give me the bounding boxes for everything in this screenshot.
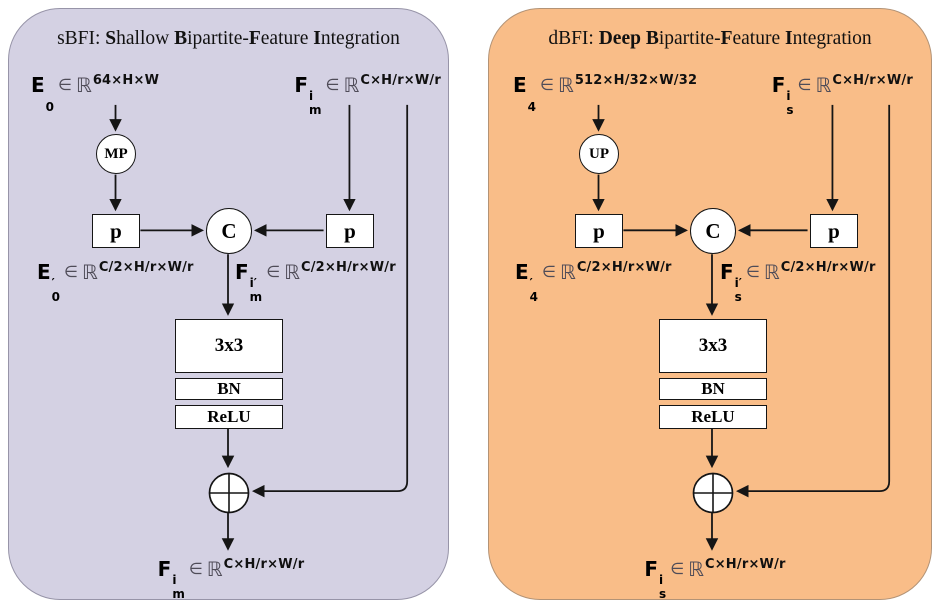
reals-symbol: ℝ xyxy=(343,73,360,97)
projection-box-right: p xyxy=(810,214,858,248)
conv3x3-label: 3x3 xyxy=(214,335,244,356)
upsample-label: UP xyxy=(589,145,609,162)
tensor-dims: C×H/r×W/r xyxy=(223,557,305,572)
element-of-symbol: ∈ xyxy=(542,262,556,281)
tensor-scripts: i′m xyxy=(249,276,263,304)
element-of-symbol: ∈ xyxy=(540,75,554,94)
tensor-dims: C/2×H/r×W/r xyxy=(98,260,194,275)
tensor-dims: C/2×H/r×W/r xyxy=(780,260,876,275)
tensor-var: E xyxy=(513,73,527,97)
tensor-scripts: 0 xyxy=(45,100,55,114)
reals-symbol: ℝ xyxy=(284,260,300,284)
tensor-var: F xyxy=(157,557,172,581)
projection-box-left: p xyxy=(92,214,140,248)
arrow-layer xyxy=(109,104,409,551)
projection-label: p xyxy=(344,218,356,243)
projection-box-right: p xyxy=(326,214,374,248)
tensor-dims: C×H/r×W/r xyxy=(832,73,913,88)
reals-symbol: ℝ xyxy=(81,260,98,284)
tensor-var: E xyxy=(31,73,45,97)
reals-symbol: ℝ xyxy=(557,73,574,97)
relu-label: ReLU xyxy=(207,407,251,426)
concat-label: C xyxy=(221,218,237,243)
tensor-dims: C×H/r×W/r xyxy=(360,73,441,88)
tensor-dims: C/2×H/r×W/r xyxy=(300,260,396,275)
projection-label: p xyxy=(593,218,605,243)
relu-box: ReLU xyxy=(175,405,283,429)
concat-label: C xyxy=(705,218,721,243)
maxpool-node: MP xyxy=(96,134,136,174)
maxpool-label: MP xyxy=(104,145,128,162)
projection-box-left: p xyxy=(575,214,623,248)
element-of-symbol: ∈ xyxy=(64,262,78,281)
tensor-scripts: ′0 xyxy=(51,276,61,304)
tensor-scripts: i′s xyxy=(734,276,742,304)
element-of-symbol: ∈ xyxy=(266,262,281,281)
panel-sbfi: sBFI: Shallow Bipartite-Feature Integrat… xyxy=(8,8,449,600)
tensor-dims: 64×H×W xyxy=(92,73,160,88)
arrow-layer xyxy=(592,104,891,551)
upsample-node: UP xyxy=(579,134,619,174)
projection-label: p xyxy=(110,218,122,243)
conv3x3-label: 3x3 xyxy=(698,335,728,356)
intermediate-e4-label: E′4∈ℝC/2×H/r×W/r xyxy=(515,260,672,304)
concat-node: C xyxy=(206,208,252,254)
panel-title: sBFI: Shallow Bipartite-Feature Integrat… xyxy=(57,28,400,49)
element-of-symbol: ∈ xyxy=(797,75,812,94)
bn-label: BN xyxy=(217,379,241,398)
element-of-symbol: ∈ xyxy=(325,75,340,94)
skip-connection-line xyxy=(252,104,409,498)
tensor-dims: 512×H/32×W/32 xyxy=(574,73,698,88)
tensor-var: F xyxy=(294,73,309,97)
element-of-symbol: ∈ xyxy=(188,559,203,578)
bn-box: BN xyxy=(659,378,767,400)
intermediate-e0-label: E′0∈ℝC/2×H/r×W/r xyxy=(37,260,194,304)
element-of-symbol: ∈ xyxy=(670,559,685,578)
tensor-var: F xyxy=(235,260,249,284)
tensor-dims: C×H/r×W/r xyxy=(704,557,786,572)
tensor-dims: C/2×H/r×W/r xyxy=(576,260,672,275)
reals-symbol: ℝ xyxy=(559,260,576,284)
reals-symbol: ℝ xyxy=(75,73,92,97)
tensor-var: E xyxy=(37,260,51,284)
element-of-symbol: ∈ xyxy=(745,262,760,281)
conv3x3-box: 3x3 xyxy=(175,319,283,373)
reals-symbol: ℝ xyxy=(763,260,780,284)
tensor-scripts: ′4 xyxy=(529,276,539,304)
bn-label: BN xyxy=(701,379,725,398)
conv3x3-box: 3x3 xyxy=(659,319,767,373)
reals-symbol: ℝ xyxy=(815,73,832,97)
panel-dbfi: dBFI: Deep Bipartite-Feature Integration… xyxy=(488,8,932,600)
tensor-var: F xyxy=(644,557,659,581)
elementwise-add-icon xyxy=(692,472,734,514)
bn-box: BN xyxy=(175,378,283,400)
elementwise-add-icon xyxy=(208,472,250,514)
reals-symbol: ℝ xyxy=(206,557,223,581)
element-of-symbol: ∈ xyxy=(58,75,72,94)
tensor-var: F xyxy=(771,73,786,97)
relu-box: ReLU xyxy=(659,405,767,429)
panel-title: dBFI: Deep Bipartite-Feature Integration xyxy=(548,28,872,49)
skip-connection-line xyxy=(735,104,891,498)
reals-symbol: ℝ xyxy=(688,557,704,581)
relu-label: ReLU xyxy=(691,407,735,426)
tensor-scripts: 4 xyxy=(527,100,537,114)
tensor-var: E xyxy=(515,260,529,284)
projection-label: p xyxy=(828,218,840,243)
concat-node: C xyxy=(690,208,736,254)
tensor-var: F xyxy=(720,260,734,284)
